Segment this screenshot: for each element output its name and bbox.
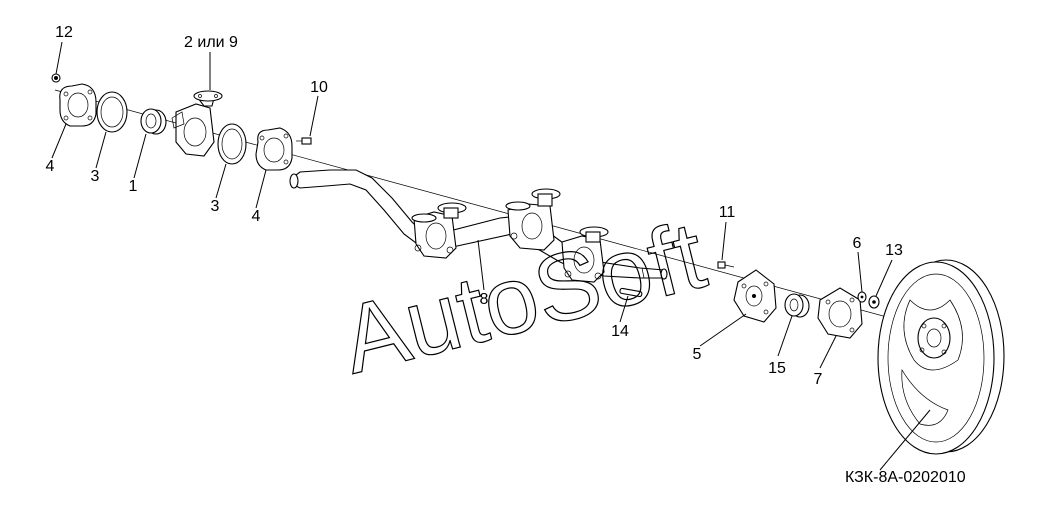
- part-3-gasket-right: [217, 123, 247, 165]
- part-12-nut: [51, 73, 61, 83]
- crank-bearing-housing-2: [505, 188, 561, 251]
- callout-4-left: 4: [45, 158, 55, 175]
- callout-5: 5: [692, 346, 702, 363]
- callout-15: 15: [768, 360, 786, 377]
- callout-7: 7: [813, 371, 823, 388]
- callout-4-right: 4: [251, 208, 261, 225]
- callout-11: 11: [718, 204, 736, 221]
- callout-13: 13: [885, 242, 903, 259]
- part-14-key: [619, 287, 643, 298]
- leader-lines: [51, 41, 931, 471]
- callout-14: 14: [611, 323, 629, 340]
- part-4-cover-right: [255, 127, 293, 171]
- callout-6: 6: [852, 235, 862, 252]
- callout-2-or-9: 2 или 9: [184, 34, 238, 51]
- part-6-washer: [857, 291, 867, 303]
- part-11-bolt: [717, 261, 735, 269]
- pulley: [877, 259, 1005, 455]
- part-5-flange: [733, 269, 777, 323]
- callout-8: 8: [479, 291, 489, 308]
- part-3-gasket-left: [96, 91, 128, 133]
- part-1-bearing: [140, 108, 167, 135]
- part-4-cover-left: [59, 83, 97, 127]
- callout-10: 10: [310, 79, 328, 96]
- part-13-nut: [868, 295, 880, 309]
- part-2-or-9-housing: [171, 90, 223, 157]
- drawing-code-label: КЗК-8А-0202010: [845, 469, 966, 486]
- callout-3-right: 3: [210, 198, 220, 215]
- crank-bearing-housing-3: [561, 226, 609, 283]
- part-7-hub-flange: [817, 287, 863, 339]
- part-10-bolt: [296, 137, 312, 145]
- callout-1: 1: [128, 178, 138, 195]
- callout-12: 12: [55, 24, 73, 41]
- part-15-bushing: [784, 293, 810, 318]
- crank-bearing-housing-1: [411, 202, 467, 259]
- callout-3-left: 3: [90, 168, 100, 185]
